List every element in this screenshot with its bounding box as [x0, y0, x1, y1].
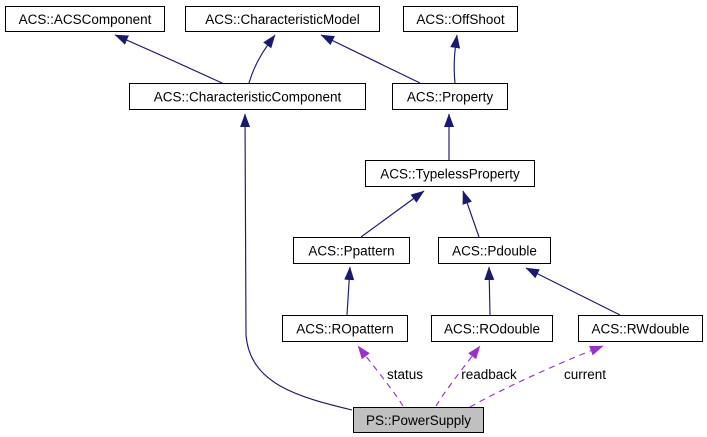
edge-powersupply-to-rodouble: [435, 345, 481, 407]
node-acs-ppattern[interactable]: ACS::Ppattern: [293, 237, 410, 264]
node-label: ACS::CharacteristicModel: [205, 12, 360, 27]
edge-rwdouble-to-pdouble: [525, 267, 621, 316]
node-label: ACS::OffShoot: [416, 12, 505, 27]
edge-property-to-characteristicmodel: [320, 34, 421, 84]
node-acs-property[interactable]: ACS::Property: [392, 83, 508, 110]
node-acs-pdouble[interactable]: ACS::Pdouble: [438, 237, 551, 264]
edge-characteristiccomponent-to-characteristicmodel: [248, 34, 276, 84]
edge-ppattern-to-typelessproperty: [360, 190, 425, 238]
node-label: ACS::Property: [407, 90, 494, 105]
edge-label-status: status: [387, 367, 423, 382]
node-acs-offshoot[interactable]: ACS::OffShoot: [403, 6, 518, 32]
node-acs-typelessproperty[interactable]: ACS::TypelessProperty: [365, 160, 535, 187]
node-label: ACS::ROdouble: [444, 322, 540, 337]
edge-property-to-offshoot: [450, 34, 461, 84]
node-label: ACS::CharacteristicComponent: [154, 90, 342, 105]
edge-rodouble-to-pdouble: [484, 266, 495, 316]
node-label: ACS::ACSComponent: [19, 12, 152, 27]
node-acs-characteristiccomponent[interactable]: ACS::CharacteristicComponent: [129, 83, 366, 110]
edge-pdouble-to-typelessproperty: [462, 190, 480, 238]
edge-ropattern-to-ppattern: [344, 266, 355, 316]
edge-label-current: current: [564, 367, 606, 382]
node-acs-characteristicmodel[interactable]: ACS::CharacteristicModel: [185, 6, 380, 32]
edge-powersupply-to-ropattern: [357, 345, 404, 407]
node-label: ACS::RWdouble: [591, 322, 689, 337]
node-label: ACS::Ppattern: [308, 244, 394, 259]
node-acs-acscomponent[interactable]: ACS::ACSComponent: [5, 6, 165, 32]
edge-powersupply-to-rwdouble: [469, 345, 604, 408]
edge-label-readback: readback: [461, 367, 517, 382]
node-ps-powersupply: PS::PowerSupply: [353, 407, 484, 433]
node-label: PS::PowerSupply: [366, 413, 471, 428]
node-acs-rodouble[interactable]: ACS::ROdouble: [431, 315, 553, 342]
edge-powersupply-to-characteristiccomponent: [240, 113, 353, 411]
edge-characteristiccomponent-to-acscomponent: [114, 34, 223, 84]
node-acs-ropattern[interactable]: ACS::ROpattern: [282, 315, 408, 342]
node-label: ACS::Pdouble: [452, 244, 537, 259]
node-acs-rwdouble[interactable]: ACS::RWdouble: [578, 315, 703, 342]
node-label: ACS::TypelessProperty: [380, 167, 520, 182]
node-label: ACS::ROpattern: [296, 322, 394, 337]
